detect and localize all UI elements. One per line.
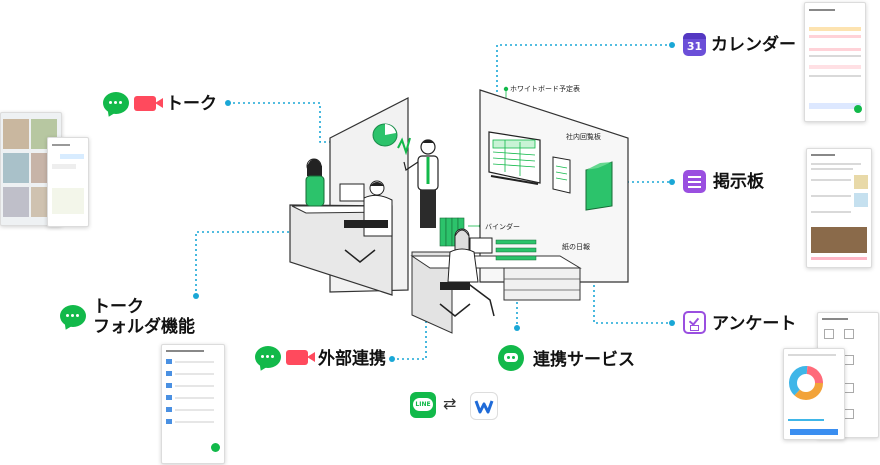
external-video-icon bbox=[286, 350, 315, 365]
line-talk bbox=[228, 102, 355, 143]
standing-presenter bbox=[403, 139, 439, 228]
partition-right bbox=[411, 251, 453, 334]
label-talk-folder-2: フォルダ機能 bbox=[93, 317, 195, 337]
circular-board bbox=[552, 156, 571, 194]
talk-bubble-icon bbox=[103, 92, 129, 114]
bulletin-app-screenshot bbox=[806, 148, 872, 268]
line-calendar bbox=[496, 44, 672, 127]
label-service: 連携サービス bbox=[533, 350, 635, 370]
talk-chat-screenshot bbox=[47, 137, 89, 227]
label-external: 外部連携 bbox=[318, 349, 386, 369]
label-survey: アンケート bbox=[712, 314, 797, 334]
talk-folder-bubble-icon bbox=[60, 305, 86, 327]
calendar-icon: 31 bbox=[683, 33, 706, 56]
survey-icon bbox=[683, 311, 706, 334]
label-binder: バインダー bbox=[485, 223, 520, 231]
seated-woman bbox=[305, 158, 325, 207]
bulletin-icon bbox=[683, 170, 706, 193]
works-logo-icon bbox=[470, 392, 498, 420]
paper-trays bbox=[495, 239, 537, 261]
label-talk-folder-1: トーク bbox=[93, 297, 144, 317]
label-paper-report: 紙の日報 bbox=[562, 243, 590, 251]
label-whiteboard: ホワイトボード予定表 bbox=[510, 85, 580, 93]
survey-result-screenshot bbox=[783, 348, 845, 440]
laptop-right bbox=[469, 237, 493, 254]
label-talk: トーク bbox=[166, 94, 217, 114]
talk-folder-app-screenshot bbox=[161, 344, 225, 464]
label-circular: 社内回覧板 bbox=[566, 133, 601, 141]
label-calendar: カレンダー bbox=[711, 35, 796, 55]
seated-man bbox=[344, 180, 393, 263]
external-bubble-icon bbox=[255, 346, 281, 368]
label-bulletin: 掲示板 bbox=[713, 172, 764, 192]
calendar-app-screenshot bbox=[804, 2, 866, 122]
line-logo-icon: LINE bbox=[410, 392, 436, 418]
line-survey bbox=[593, 240, 672, 324]
service-bot-icon bbox=[498, 345, 524, 371]
laptop-left bbox=[339, 183, 365, 202]
seated-woman-right bbox=[439, 228, 495, 317]
video-camera-icon bbox=[134, 96, 163, 111]
swap-arrows-icon: ⇄ bbox=[443, 394, 457, 413]
line-talk-folder bbox=[195, 231, 308, 296]
